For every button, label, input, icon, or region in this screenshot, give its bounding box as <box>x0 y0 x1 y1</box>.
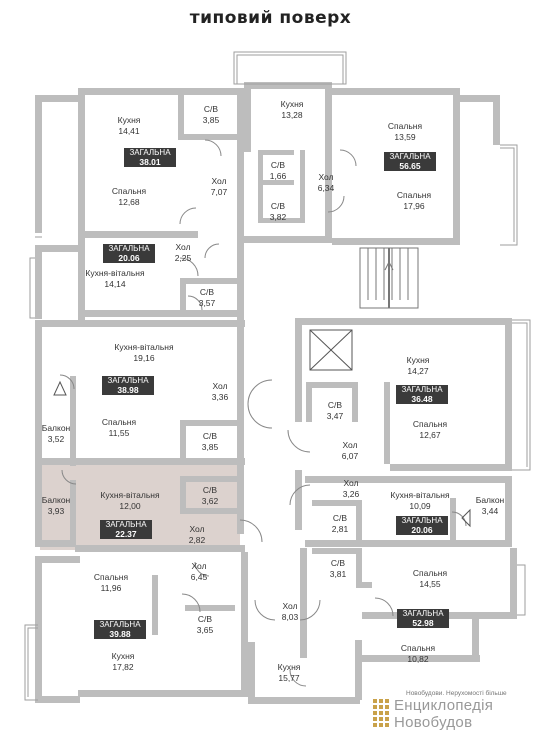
elevator <box>309 329 353 371</box>
balcony-door-triangle-2 <box>461 508 471 528</box>
balcony-door-triangle <box>53 380 67 396</box>
balconies <box>24 51 531 701</box>
plan-title: типовий поверх <box>189 8 352 28</box>
watermark-line1: Енциклопедія <box>394 697 494 714</box>
walls <box>35 82 517 704</box>
watermark-tagline: Новобудови. Нерухомості більше <box>406 690 507 697</box>
watermark-logo-icon <box>373 699 389 727</box>
door-swings <box>59 139 467 687</box>
staircase <box>359 247 419 309</box>
watermark-line2: Новобудов <box>394 714 473 731</box>
